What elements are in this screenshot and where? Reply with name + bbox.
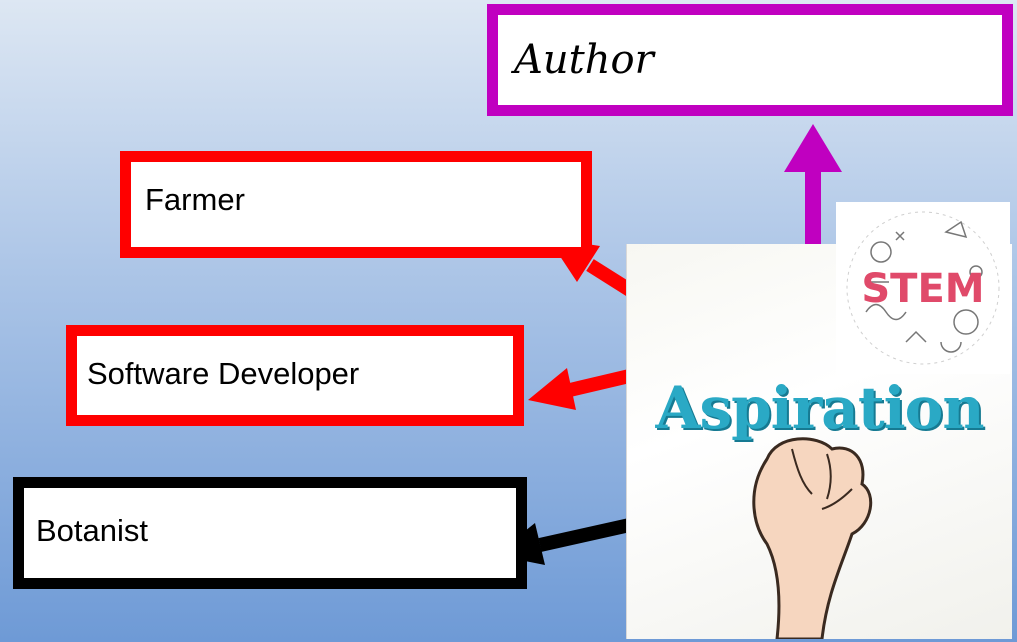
aspiration-word: Aspiration bbox=[655, 374, 984, 442]
author-box: Author bbox=[487, 4, 1013, 116]
botanist-box: Botanist bbox=[13, 477, 527, 589]
stem-logo: STEM bbox=[836, 202, 1010, 374]
farmer-box: Farmer bbox=[120, 151, 592, 258]
stem-logo-text: STEM bbox=[861, 266, 984, 312]
software-developer-box: Software Developer bbox=[66, 325, 524, 426]
author-arrowhead bbox=[784, 124, 842, 172]
botanist-label: Botanist bbox=[36, 513, 149, 548]
farmer-label: Farmer bbox=[145, 182, 245, 217]
author-label: Author bbox=[514, 37, 654, 83]
stem-logo-graphic: STEM bbox=[846, 211, 1000, 365]
software-developer-label: Software Developer bbox=[87, 356, 360, 391]
hand-illustration bbox=[752, 437, 873, 639]
aspiration-image: Aspiration bbox=[626, 244, 1012, 639]
software-arrowhead bbox=[528, 368, 576, 410]
